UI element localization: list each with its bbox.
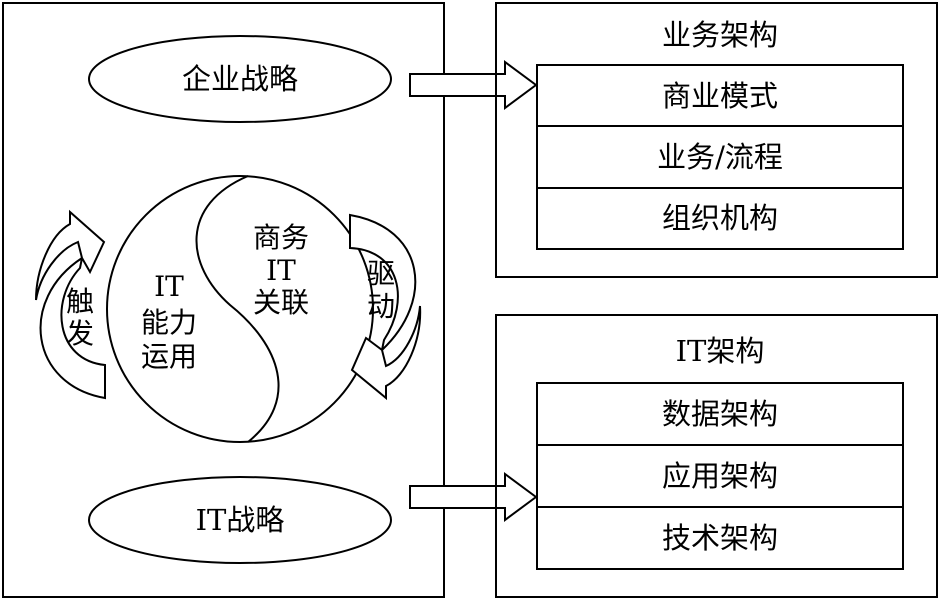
strategy-panel bbox=[2, 2, 445, 598]
business-architecture-title: 业务架构 bbox=[662, 18, 778, 52]
yin-right-line-3: 关联 bbox=[253, 286, 309, 319]
yin-left-line-1: IT bbox=[154, 270, 184, 303]
yin-left-line-2: 能力 bbox=[141, 306, 197, 339]
it-row-application-architecture: 应用架构 bbox=[662, 459, 778, 493]
it-row-data-architecture: 数据架构 bbox=[662, 397, 778, 431]
business-row-organization: 组织机构 bbox=[662, 201, 778, 235]
it-row-technology-architecture: 技术架构 bbox=[662, 521, 778, 555]
yin-yang-s-curve bbox=[195, 175, 280, 443]
yin-right-line-1: 商务 bbox=[253, 221, 309, 254]
business-row-business-model: 商业模式 bbox=[662, 79, 778, 113]
business-architecture-panel bbox=[495, 2, 938, 278]
arrow-to-business-architecture bbox=[409, 60, 538, 110]
drive-arrow bbox=[349, 213, 422, 401]
it-architecture-panel bbox=[495, 314, 938, 598]
enterprise-strategy-label: 企业战略 bbox=[182, 62, 298, 96]
it-architecture-table bbox=[536, 382, 904, 570]
yin-right-line-2: IT bbox=[266, 254, 296, 287]
yin-yang-circle bbox=[106, 175, 374, 443]
arrow-to-it-architecture bbox=[409, 472, 538, 522]
drive-label-2: 动 bbox=[367, 290, 395, 323]
drive-label-1: 驱 bbox=[367, 257, 395, 290]
business-architecture-table bbox=[536, 64, 904, 250]
yin-left-line-3: 运用 bbox=[141, 340, 197, 373]
business-row-process: 业务/流程 bbox=[657, 140, 783, 174]
enterprise-strategy-ellipse bbox=[88, 35, 392, 123]
it-architecture-title: IT架构 bbox=[676, 334, 765, 368]
it-strategy-label: IT战略 bbox=[196, 503, 285, 537]
trigger-arrow bbox=[35, 209, 106, 400]
trigger-label-1: 触 bbox=[66, 285, 94, 318]
trigger-label-2: 发 bbox=[66, 317, 94, 350]
it-strategy-ellipse bbox=[88, 476, 392, 564]
